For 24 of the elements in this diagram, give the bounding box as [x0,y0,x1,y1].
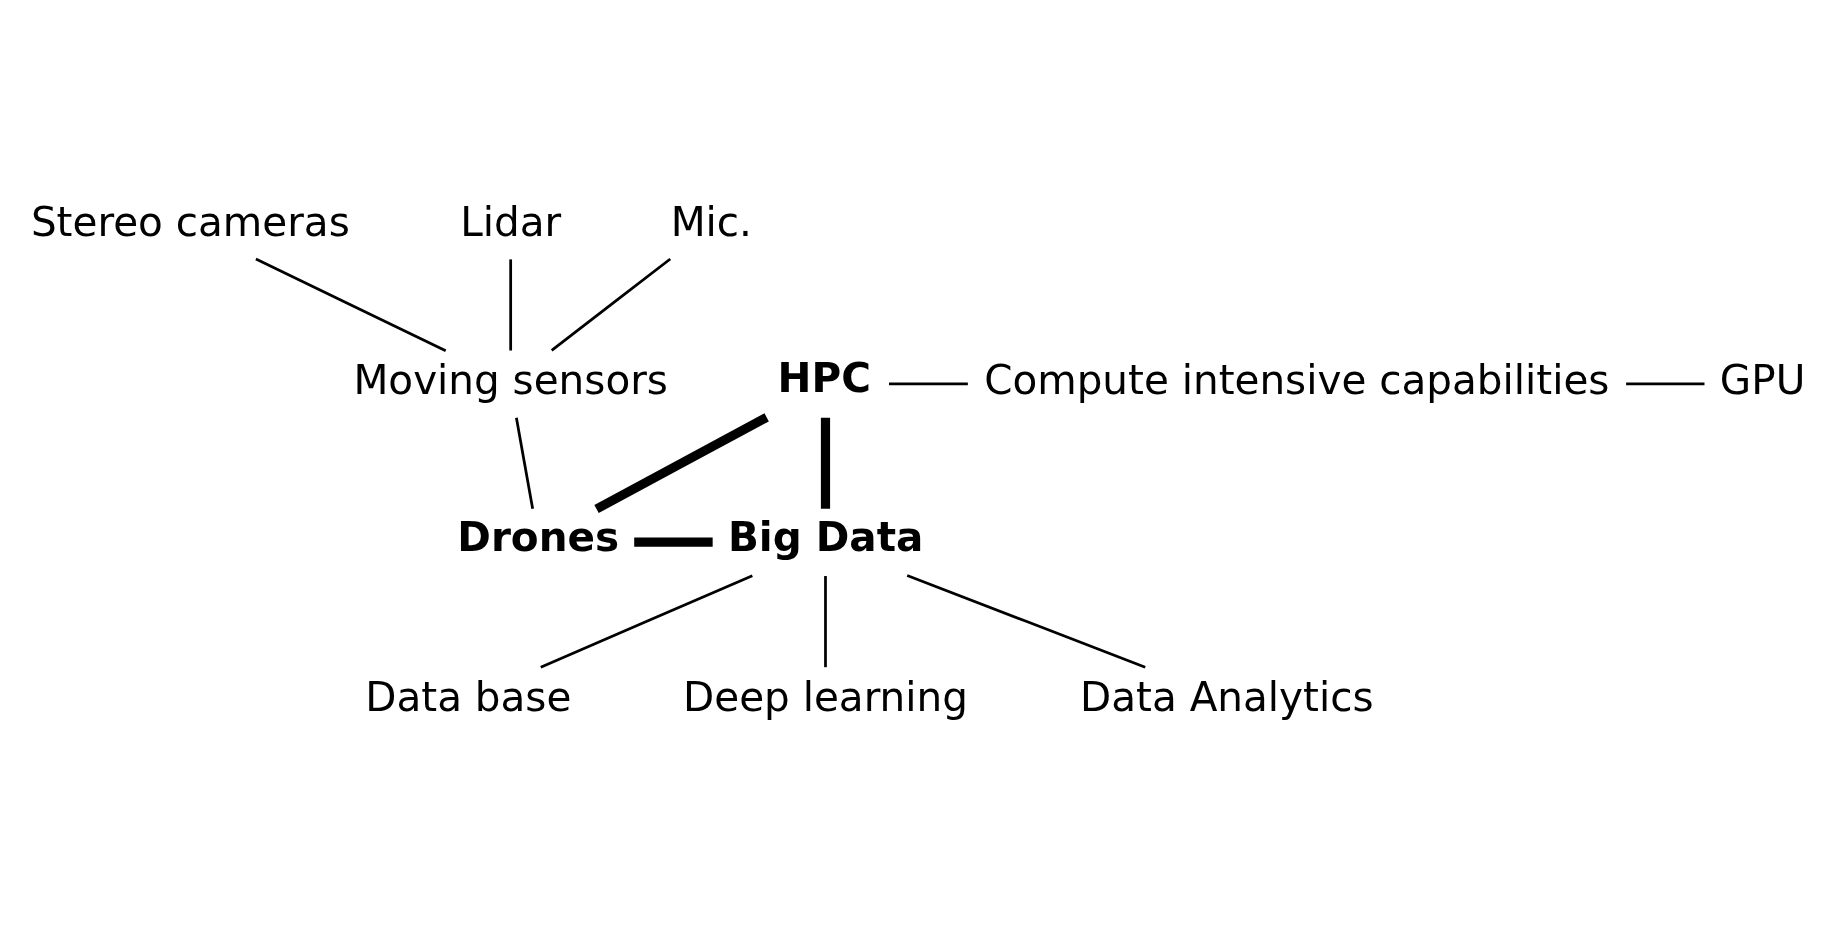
node-text: HPC [777,354,871,403]
node-text: Deep learning [683,672,968,721]
connector [1626,382,1705,386]
node-text: Big Data [727,512,924,561]
node-text: Stereo cameras [30,197,350,246]
connector [255,257,447,352]
node-text: Data base [365,672,572,721]
connector [540,574,753,669]
connector [509,259,513,351]
connector [889,382,968,386]
node-text: Data Analytics [1080,672,1374,721]
connector [906,574,1146,669]
node-text: GPU [1719,356,1806,405]
connector [515,417,535,510]
node-text: Drones [457,512,620,561]
connector [594,413,769,514]
connector [820,417,831,509]
node-text: Compute intensive capabilities [984,356,1610,405]
connector [824,576,827,668]
node-text: Lidar [460,197,562,246]
connector [550,257,672,352]
node-text: Mic. [670,197,753,246]
node-text: Moving sensors [353,356,668,405]
connector [634,537,713,547]
